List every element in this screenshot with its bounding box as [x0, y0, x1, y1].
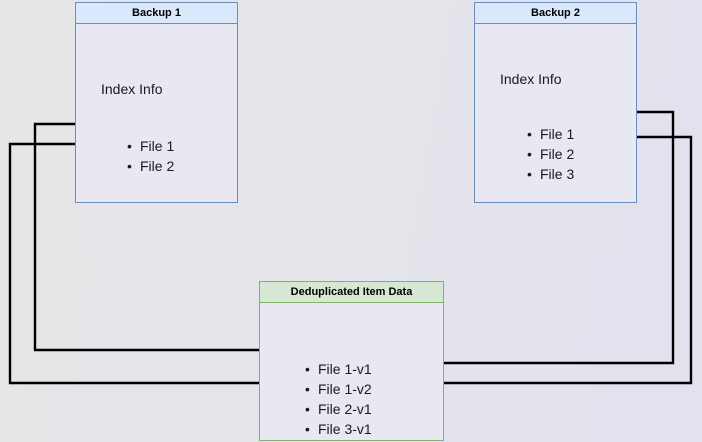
node-deduplicated-item-data-file-list: File 1-v1 File 1-v2 File 2-v1 File 3-v1 — [305, 359, 372, 439]
node-backup-1-file-list: File 1 File 2 — [127, 136, 174, 176]
list-item: File 1-v2 — [305, 379, 372, 399]
list-item: File 3 — [527, 164, 574, 184]
node-backup-2-subtitle: Index Info — [500, 71, 562, 87]
node-backup-1-subtitle: Index Info — [101, 81, 163, 97]
node-deduplicated-item-data-header: Deduplicated Item Data — [260, 282, 443, 303]
node-backup-2-body: Index Info File 1 File 2 File 3 — [475, 24, 636, 202]
node-backup-1[interactable]: Backup 1 Index Info File 1 File 2 — [75, 2, 238, 203]
node-backup-1-header: Backup 1 — [76, 3, 237, 24]
list-item: File 1-v1 — [305, 359, 372, 379]
list-item: File 3-v1 — [305, 419, 372, 439]
list-item: File 1 — [127, 136, 174, 156]
node-backup-2-header: Backup 2 — [475, 3, 636, 24]
list-item: File 2 — [527, 144, 574, 164]
list-item: File 2 — [127, 156, 174, 176]
node-deduplicated-item-data-body: File 1-v1 File 1-v2 File 2-v1 File 3-v1 — [260, 303, 443, 440]
list-item: File 2-v1 — [305, 399, 372, 419]
node-backup-1-body: Index Info File 1 File 2 — [76, 24, 237, 202]
list-item: File 1 — [527, 124, 574, 144]
node-backup-2-file-list: File 1 File 2 File 3 — [527, 124, 574, 184]
node-backup-2[interactable]: Backup 2 Index Info File 1 File 2 File 3 — [474, 2, 637, 203]
node-deduplicated-item-data[interactable]: Deduplicated Item Data File 1-v1 File 1-… — [259, 281, 444, 441]
